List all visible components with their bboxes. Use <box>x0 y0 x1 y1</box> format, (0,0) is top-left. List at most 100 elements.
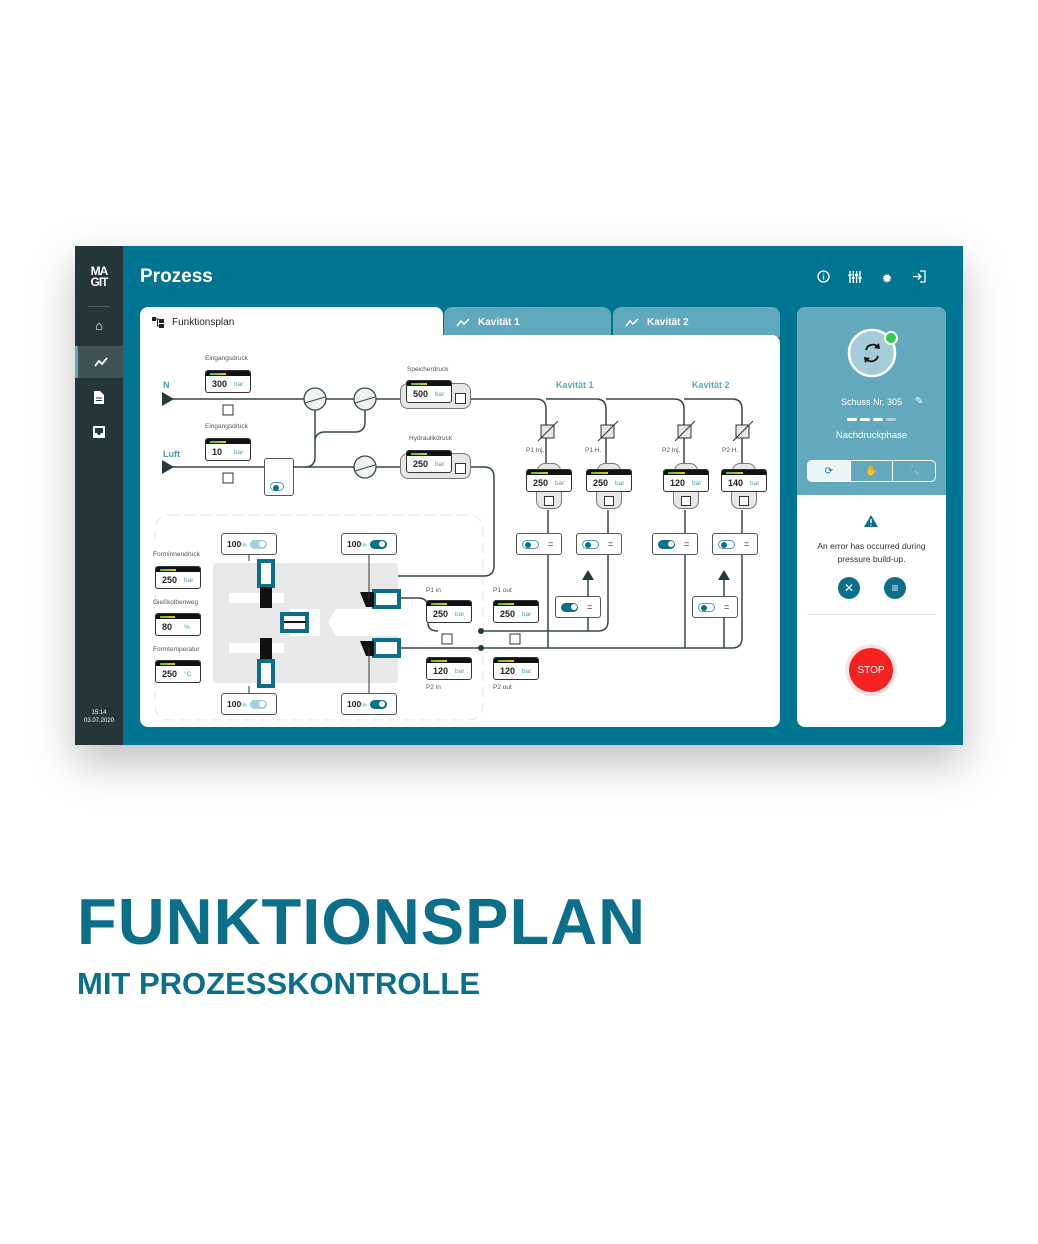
gauge-unit: bar <box>234 449 244 456</box>
toggle-switch[interactable] <box>582 539 599 549</box>
valve-icon: = <box>724 602 730 612</box>
phase-step <box>860 418 870 421</box>
edit-icon[interactable]: ✎ <box>915 396 924 407</box>
gauge-value: 10 <box>212 447 223 457</box>
flow-rate-toggle[interactable]: 100% <box>221 533 277 555</box>
date: 03.07.2020 <box>83 718 115 724</box>
input-n-label: N <box>163 380 170 390</box>
sidebar-item-home[interactable]: ⌂ <box>75 309 123 341</box>
info-icon[interactable] <box>814 270 832 288</box>
toggle-switch[interactable] <box>658 539 675 549</box>
tab-label: Funktionsplan <box>172 316 235 328</box>
chart-icon <box>456 317 470 326</box>
gear-icon[interactable]: ✹ <box>881 271 893 286</box>
phase-label: Nachdruckphase <box>835 430 908 441</box>
tab-kavitaet-1[interactable]: Kavität 1 <box>444 307 611 337</box>
valve-toggle[interactable]: = <box>555 596 601 618</box>
gauge-value: 120 <box>670 478 686 488</box>
hand-icon: ✋ <box>865 465 878 477</box>
toggle-switch[interactable] <box>249 699 267 709</box>
gauge-unit: °C <box>184 671 192 678</box>
wrench-icon: 🔧 <box>907 465 921 477</box>
sidebar-item-process[interactable] <box>75 346 123 378</box>
sidebar-item-inbox[interactable] <box>75 416 123 448</box>
valve-toggle[interactable]: = <box>712 533 758 555</box>
valve-icon: = <box>548 539 554 549</box>
cycle-status-indicator <box>847 328 898 378</box>
gauge-unit: bar <box>435 391 445 398</box>
toggle-switch[interactable] <box>718 539 735 549</box>
valve-toggle[interactable]: = <box>692 596 738 618</box>
toggle-switch[interactable] <box>249 539 267 549</box>
gauge-label: Formtemperatur <box>153 646 200 653</box>
gauge-unit: bar <box>435 461 445 468</box>
logout-icon[interactable] <box>910 270 928 288</box>
flow-rate-toggle[interactable]: 100% <box>221 693 277 715</box>
home-icon: ⌂ <box>95 317 103 333</box>
shot-number: Schuss Nr. 305 <box>840 397 903 407</box>
sidebar <box>75 246 123 745</box>
document-icon <box>94 390 104 404</box>
mode-auto-button[interactable]: ⟳ <box>808 461 851 481</box>
gauge-label: P2 out <box>493 684 512 691</box>
gauge-unit: bar <box>522 668 532 675</box>
gauge-label: P2 H. <box>722 447 739 454</box>
toggle-switch[interactable] <box>270 482 284 491</box>
close-icon: ✕ <box>843 581 855 595</box>
tab-label: Kavität 1 <box>478 316 520 328</box>
tab-funktionsplan[interactable]: Funktionsplan <box>140 307 443 337</box>
converter-icon <box>455 463 466 474</box>
toggle-switch[interactable] <box>698 602 715 612</box>
gauge-label: Hydraulikdruck <box>409 435 452 442</box>
flow-rate-value: 100% <box>347 539 367 549</box>
converter-icon <box>739 496 749 506</box>
gauge-value: 250 <box>433 609 449 619</box>
mode-manual-button[interactable]: ✋ <box>851 461 894 481</box>
gauge-value: 120 <box>500 666 516 676</box>
toggle-switch[interactable] <box>561 602 578 612</box>
pressure-gauge: 80% <box>155 613 201 636</box>
gauge-value: 250 <box>162 575 178 585</box>
valve-icon: = <box>744 539 750 549</box>
chart-icon <box>625 317 639 326</box>
valve-icon: = <box>608 539 614 549</box>
dismiss-error-button[interactable]: ✕ <box>838 577 860 599</box>
toggle-switch[interactable] <box>522 539 539 549</box>
toggle-switch[interactable] <box>369 539 387 549</box>
gauge-value: 250 <box>162 669 178 679</box>
inbox-icon <box>93 426 105 438</box>
gauge-value: 250 <box>500 609 516 619</box>
tab-kavitaet-2[interactable]: Kavität 2 <box>613 307 780 337</box>
gauge-label: P1 out <box>493 587 512 594</box>
sliders-icon[interactable] <box>846 270 864 288</box>
stop-button[interactable]: STOP <box>849 648 893 692</box>
valve-toggle[interactable] <box>264 458 294 496</box>
toggle-switch[interactable] <box>369 699 387 709</box>
phase-step <box>886 418 896 421</box>
sidebar-divider <box>88 306 110 307</box>
flow-rate-toggle[interactable]: 100% <box>341 693 397 715</box>
sidebar-item-documents[interactable] <box>75 381 123 413</box>
gauge-unit: bar <box>455 668 465 675</box>
gauge-label: Eingangsdruck <box>205 355 248 362</box>
pressure-gauge: 250 °C <box>155 660 201 683</box>
gauge-unit: bar <box>234 381 244 388</box>
gauge-value: 250 <box>413 459 429 469</box>
valve-toggle[interactable]: = <box>576 533 622 555</box>
error-details-button[interactable]: ≡ <box>884 577 906 599</box>
valve-toggle[interactable]: = <box>516 533 562 555</box>
mode-setup-button[interactable]: 🔧 <box>893 461 935 481</box>
gauge-value: 250 <box>593 478 609 488</box>
flow-rate-toggle[interactable]: 100% <box>341 533 397 555</box>
converter-icon <box>544 496 554 506</box>
pressure-gauge: 10 bar <box>205 438 251 461</box>
valve-toggle[interactable]: = <box>652 533 698 555</box>
